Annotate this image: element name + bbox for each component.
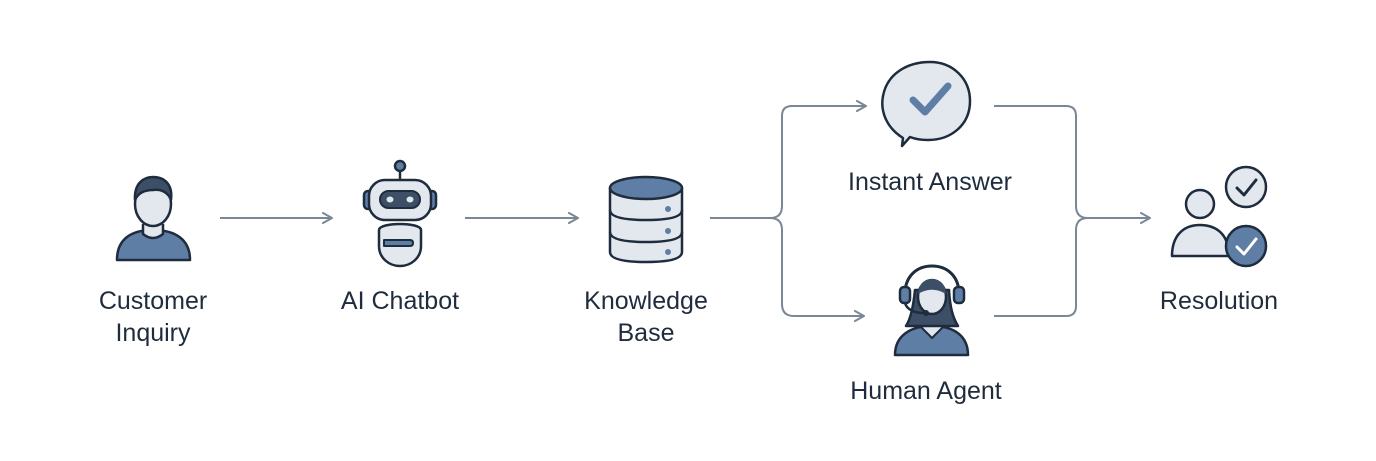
connector-kb-split-lower: [769, 217, 865, 322]
robot-icon: [362, 159, 438, 268]
knowledge-base-label: Knowledge Base: [584, 285, 708, 349]
person-icon: [115, 175, 192, 262]
users-check-icon: [1170, 165, 1268, 268]
customer-label-line2: Inquiry: [115, 319, 191, 347]
database-icon: [608, 175, 684, 264]
resolution-label: Resolution: [1159, 287, 1279, 315]
human-agent-label: Human Agent: [850, 377, 1002, 405]
customer-label-line1: Customer: [98, 287, 208, 315]
connector-human-merge: [994, 217, 1089, 317]
chat-check-icon: [881, 60, 972, 148]
ai-chatbot-label: AI Chatbot: [340, 287, 460, 315]
kb-label-line2: Base: [617, 319, 675, 347]
kb-label-line1: Knowledge: [584, 287, 708, 315]
instant-answer-label: Instant Answer: [848, 168, 1012, 196]
customer-inquiry-label: Customer Inquiry: [99, 285, 207, 349]
headset-agent-icon: [893, 264, 970, 357]
connector-kb-split: [710, 100, 867, 219]
connector-instant-merge: [994, 105, 1151, 224]
